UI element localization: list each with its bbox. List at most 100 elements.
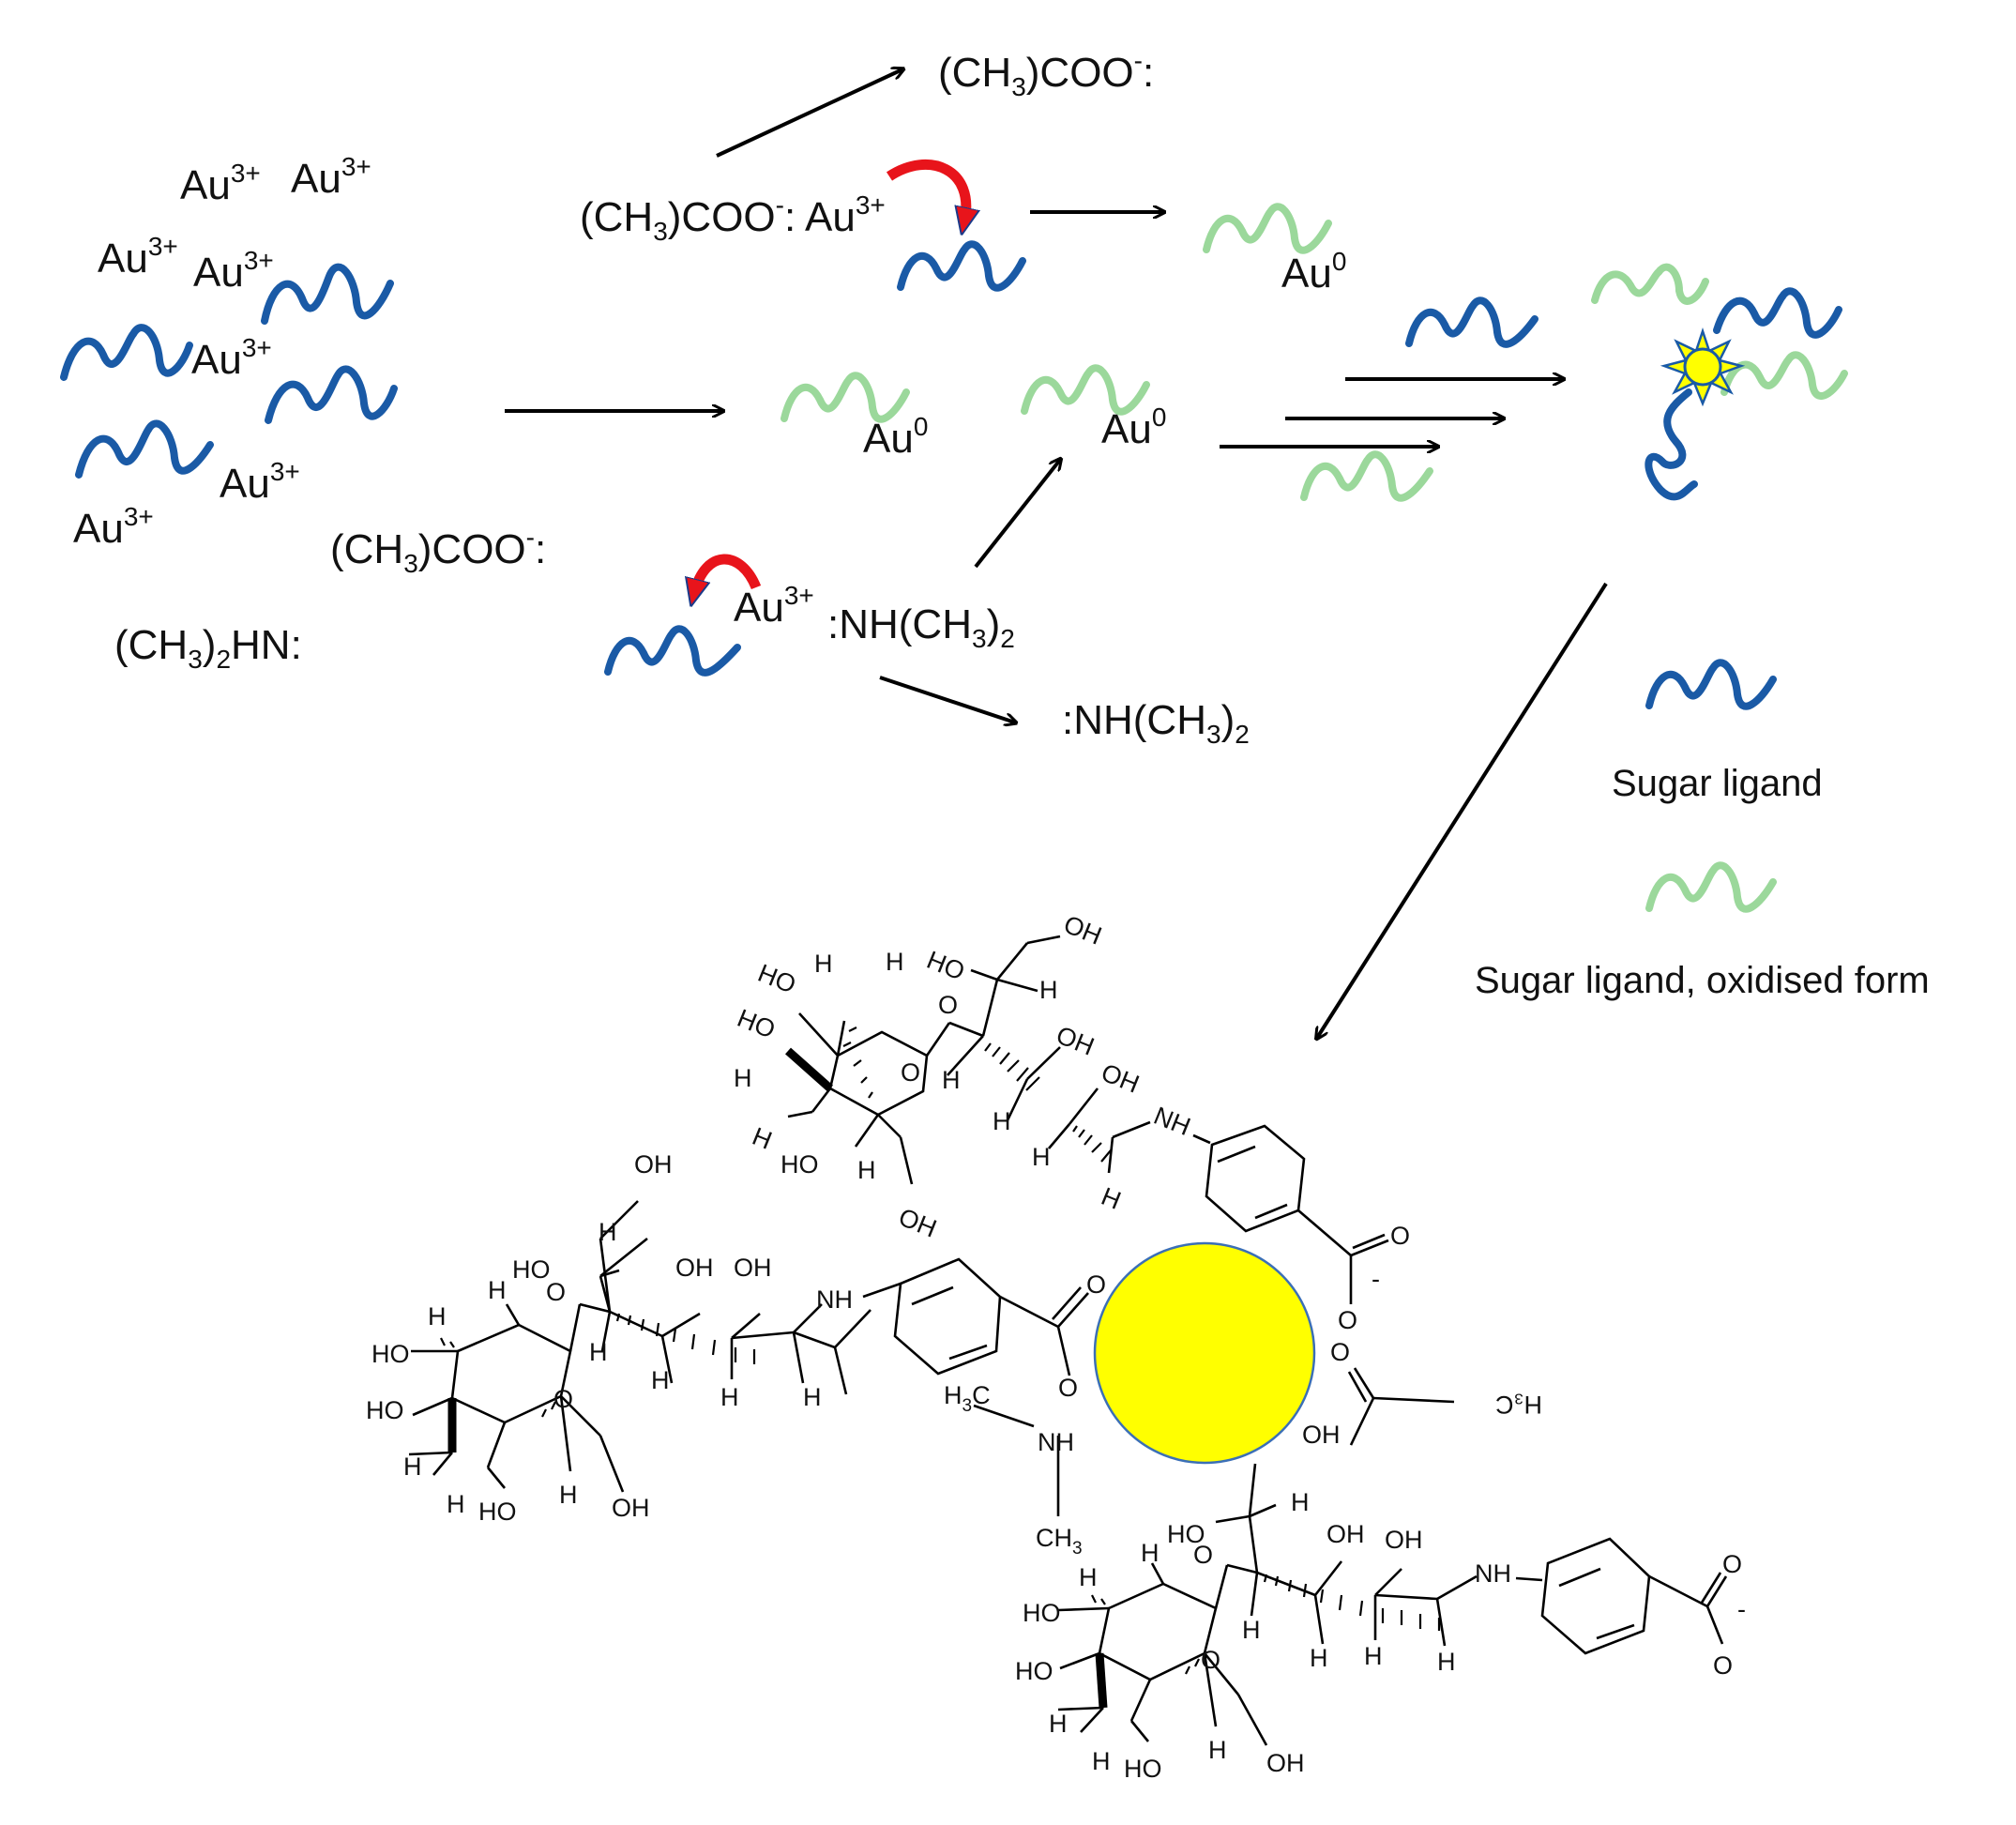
svg-text:H: H bbox=[1039, 976, 1058, 1004]
svg-text:H: H bbox=[1437, 1648, 1456, 1676]
svg-text:O: O bbox=[1058, 1374, 1078, 1402]
svg-text:H: H bbox=[1141, 1539, 1160, 1567]
au3-ion: Au3+ bbox=[291, 152, 371, 202]
svg-text:HO: HO bbox=[1023, 1599, 1061, 1627]
svg-text:H: H bbox=[447, 1490, 465, 1518]
svg-text:H: H bbox=[1049, 1710, 1068, 1738]
oxidised-ligand-legend-swatch bbox=[1645, 861, 1777, 913]
oxidised-ligand-wave bbox=[1300, 450, 1433, 502]
sugar-ligand-wave bbox=[1645, 388, 1698, 501]
dimethylamine-label: (CH3)2HN: bbox=[114, 622, 302, 674]
svg-text:OH: OH bbox=[1060, 910, 1106, 951]
svg-text:O: O bbox=[1713, 1651, 1733, 1680]
svg-text:HO: HO bbox=[1015, 1657, 1053, 1685]
svg-text:H: H bbox=[1364, 1642, 1383, 1670]
svg-text:H: H bbox=[803, 1383, 822, 1411]
svg-text:H: H bbox=[942, 1066, 961, 1094]
svg-text:HO: HO bbox=[1167, 1520, 1205, 1548]
svg-text:H: H bbox=[1208, 1736, 1227, 1764]
svg-text:OH: OH bbox=[1266, 1749, 1305, 1777]
dimethylamine: H3C NH CH3 bbox=[944, 1381, 1083, 1559]
svg-text:CH3: CH3 bbox=[1036, 1524, 1083, 1559]
nucleation bbox=[1220, 297, 1563, 502]
acetate-label: (CH3)COO-: bbox=[938, 46, 1154, 101]
au3-ion: Au3+ bbox=[191, 333, 272, 383]
svg-text:OH: OH bbox=[634, 1150, 673, 1179]
oxidised-ligand-wave bbox=[1591, 263, 1709, 305]
sugar-ligand-wave bbox=[265, 365, 398, 424]
sugar-ligand-wave bbox=[1713, 287, 1842, 339]
au0-atom: Au0 bbox=[1101, 403, 1166, 452]
svg-text:O: O bbox=[553, 1385, 573, 1413]
au3-ion: Au3+ bbox=[98, 232, 178, 281]
gold-ion: Au3+ bbox=[734, 581, 814, 631]
svg-text:OH: OH bbox=[1385, 1526, 1423, 1554]
au3-ion: Au3+ bbox=[220, 457, 300, 507]
svg-text:O: O bbox=[1390, 1222, 1410, 1250]
electron-transfer-arrow bbox=[886, 159, 966, 221]
svg-text:O: O bbox=[1338, 1306, 1357, 1334]
reaction-arrow bbox=[974, 460, 1060, 569]
acetate-branch: (CH3)COO-: (CH3)COO-: Au3+ Au0 bbox=[580, 46, 1346, 297]
svg-text:H: H bbox=[428, 1302, 447, 1331]
svg-text:H: H bbox=[734, 1064, 752, 1092]
legend: Sugar ligand Sugar ligand, oxidised form bbox=[1475, 659, 1930, 1001]
svg-text:-: - bbox=[1372, 1265, 1380, 1293]
acetate-gold-complex: (CH3)COO-: Au3+ bbox=[580, 190, 886, 246]
svg-text:H: H bbox=[1079, 1563, 1098, 1591]
oxidised-ligand-wave bbox=[1720, 351, 1848, 400]
svg-text:OH: OH bbox=[675, 1254, 714, 1282]
svg-text:OH: OH bbox=[612, 1494, 650, 1522]
svg-text:H: H bbox=[403, 1452, 422, 1481]
svg-text:H: H bbox=[993, 1107, 1011, 1135]
svg-text:O: O bbox=[901, 1058, 920, 1087]
au3-ion: Au3+ bbox=[193, 246, 274, 296]
oxidised-ligand-wave bbox=[1203, 203, 1332, 254]
svg-text:H: H bbox=[1310, 1644, 1328, 1672]
lower-ligand: H HO H O OH OH NH H HO O H H H H HO H H … bbox=[1015, 1463, 1746, 1783]
svg-text:HO: HO bbox=[754, 959, 800, 999]
svg-text:O: O bbox=[546, 1278, 566, 1306]
svg-text:H: H bbox=[1032, 1143, 1051, 1171]
svg-text:H: H bbox=[651, 1366, 670, 1394]
au0-atom: Au0 bbox=[1281, 247, 1346, 297]
svg-text:HO: HO bbox=[366, 1396, 404, 1424]
svg-text:H: H bbox=[749, 1122, 776, 1155]
svg-text:H: H bbox=[720, 1383, 739, 1411]
svg-text:O: O bbox=[1722, 1550, 1742, 1578]
svg-text:-: - bbox=[1737, 1595, 1746, 1623]
svg-text:OH: OH bbox=[1302, 1421, 1341, 1449]
gold-nanoparticle-cluster bbox=[1591, 263, 1848, 501]
svg-text:HO: HO bbox=[478, 1498, 517, 1526]
svg-text:H: H bbox=[1098, 1182, 1125, 1215]
svg-text:H: H bbox=[599, 1218, 617, 1246]
svg-text:H: H bbox=[589, 1338, 608, 1366]
acetate-label: (CH3)COO-: bbox=[330, 523, 546, 578]
svg-text:O: O bbox=[1086, 1270, 1106, 1299]
sugar-ligand-wave bbox=[1405, 297, 1539, 348]
svg-text:H: H bbox=[1291, 1488, 1310, 1516]
svg-text:H: H bbox=[814, 950, 833, 978]
svg-text:HO: HO bbox=[1124, 1755, 1162, 1783]
svg-text:H3C: H3C bbox=[944, 1381, 991, 1416]
svg-text:HO: HO bbox=[734, 1004, 780, 1044]
sugar-ligand-wave bbox=[75, 419, 214, 479]
svg-text:NH: NH bbox=[816, 1285, 853, 1314]
sugar-ligand-label: Sugar ligand bbox=[1612, 763, 1823, 804]
reaction-arrow bbox=[1317, 582, 1608, 1038]
svg-text:O: O bbox=[938, 991, 958, 1019]
svg-text:OH: OH bbox=[1053, 1021, 1099, 1061]
sugar-ligand-wave bbox=[604, 625, 741, 677]
capped-nanoparticle-structure: HO H H HO OH O H HO OH O H H OH H H HO H… bbox=[366, 910, 1746, 1783]
svg-text:HO: HO bbox=[512, 1255, 551, 1284]
svg-text:O: O bbox=[1330, 1338, 1350, 1366]
svg-text:OH: OH bbox=[1326, 1520, 1365, 1548]
au3-ion: Au3+ bbox=[180, 159, 261, 208]
amine-label: :NH(CH3)2 bbox=[1062, 697, 1250, 749]
svg-text:H: H bbox=[857, 1156, 876, 1184]
au0-atom: Au0 bbox=[863, 412, 928, 462]
svg-text:OH: OH bbox=[1098, 1058, 1144, 1099]
svg-text:OH: OH bbox=[734, 1254, 772, 1282]
gold-nucleus bbox=[1683, 347, 1722, 387]
